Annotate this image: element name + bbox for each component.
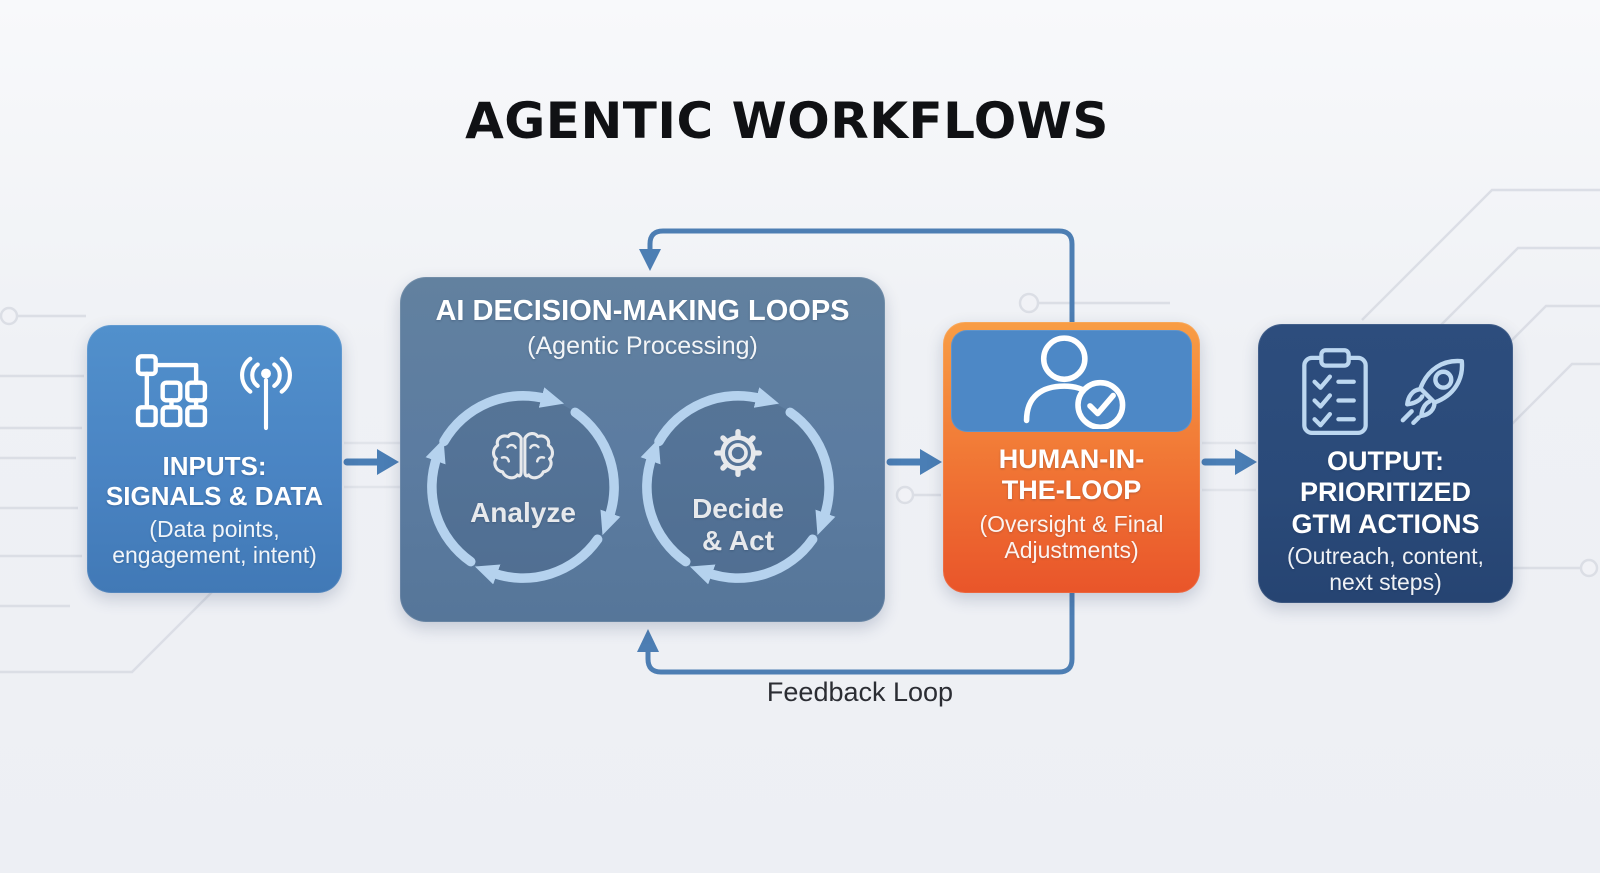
brain-icon	[489, 427, 557, 487]
inputs-heading: INPUTS: SIGNALS & DATA	[105, 451, 324, 512]
hitl-node: HUMAN-IN- THE-LOOP (Oversight & Final Ad…	[943, 322, 1200, 593]
hitl-heading: HUMAN-IN- THE-LOOP	[998, 444, 1145, 506]
analyze-loop: Analyze	[417, 381, 629, 593]
flowchart-icon	[131, 351, 219, 439]
feedback-loop-label: Feedback Loop	[766, 677, 954, 707]
flow-arrow-ai-to-hitl	[886, 449, 942, 475]
ai-loop-subtitle: (Agentic Processing)	[527, 331, 758, 360]
ai-loop-title: AI DECISION-MAKING LOOPS	[435, 295, 850, 327]
clipboard-icon	[1297, 346, 1373, 438]
gear-icon	[708, 423, 768, 483]
flow-arrow-hitl-to-output	[1201, 449, 1257, 475]
inputs-node: INPUTS: SIGNALS & DATA (Data points, eng…	[87, 325, 342, 593]
output-subtext: (Outreach, content, next steps)	[1287, 542, 1484, 595]
page-title: AGENTIC WORKFLOWS	[465, 92, 1109, 150]
cycle-arrows-icon	[425, 387, 621, 585]
output-heading: OUTPUT: PRIORITIZED GTM ACTIONS	[1291, 446, 1480, 539]
analyze-label: Analyze	[470, 497, 576, 529]
decide-act-label: Decide & Act	[692, 493, 784, 558]
rocket-icon	[1387, 348, 1475, 436]
cycle-arrows-icon	[640, 387, 836, 585]
flow-arrow-inputs-to-ai	[343, 449, 399, 475]
hitl-header-panel	[951, 330, 1192, 432]
antenna-icon	[233, 351, 299, 439]
inputs-subtext: (Data points, engagement, intent)	[112, 516, 317, 569]
hitl-subtext: (Oversight & Final Adjustments)	[979, 510, 1164, 563]
output-node: OUTPUT: PRIORITIZED GTM ACTIONS (Outreac…	[1258, 324, 1513, 603]
decide-act-loop: Decide & Act	[632, 381, 844, 593]
ai-loop-node: AI DECISION-MAKING LOOPS (Agentic Proces…	[400, 277, 885, 622]
person-check-icon	[1007, 333, 1137, 429]
